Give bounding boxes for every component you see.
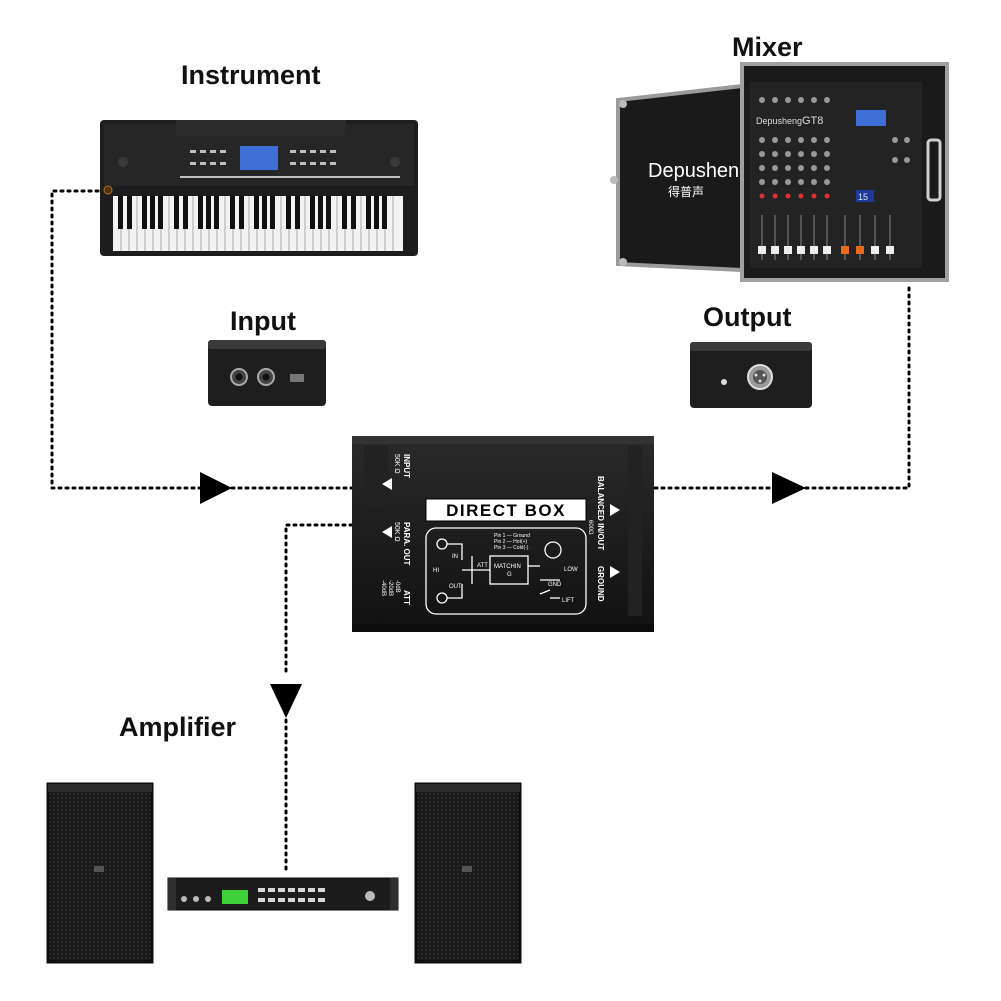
direct-box-para-out-sub: 50K Ω [393,522,400,542]
mixer-label: Mixer [732,32,803,62]
input-label: Input [230,306,296,336]
line-instrument-to-input [50,189,202,490]
amplifier-label: Amplifier [119,712,237,742]
keyboard-image [100,120,418,256]
schem-out: OUT [449,584,462,590]
signal-lines [50,189,911,872]
arrow-right-output-icon [772,472,806,504]
mixer-image: Depusheng 得普声 Depusheng GT8 15 [610,62,949,282]
line-output-to-mixer [804,281,911,490]
direct-box: DIRECT BOX INPUT 50K Ω PARA. OUT 50K Ω A… [352,436,654,632]
amplifier-lcd-screen [222,890,248,904]
mixer-case-brand-cn: 得普声 [668,184,704,199]
att-switch-icon [290,374,304,382]
arrow-right-input-icon [200,472,232,504]
direct-box-input-sub: 50K Ω [393,454,400,474]
direct-box-title-plate [425,498,587,522]
output-label: Output [703,302,792,332]
mixer-model: GT8 [802,115,823,127]
schem-in: IN [452,554,458,560]
arrow-down-amplifier-icon [270,684,302,718]
direct-box-title: DIRECT BOX [446,501,566,520]
schem-hi: HI [433,568,439,574]
schem-att: ATT [477,563,488,569]
mixer-digits: 15 [858,192,868,202]
mixer-case-brand: Depusheng [648,160,750,182]
schem-pin1: Pin 1 — Ground [494,533,530,539]
schem-matching-2: G [507,572,512,578]
direct-box-att-40: -40dB [380,580,386,596]
mixer-panel-brand: Depusheng [756,116,802,126]
line-box-to-amplifier [284,523,354,678]
schem-pin2: Pin 2 — Hot(+) [494,539,528,545]
ground-switch-icon [721,379,727,385]
direct-box-para-out-label: PARA. OUT [402,522,411,566]
direct-box-input-label: INPUT [402,454,411,478]
mixer-lcd-screen [856,110,886,126]
schem-matching: MATCHIN [494,564,521,570]
direct-box-ground-label: GROUND [596,566,605,602]
output-panel-image [690,342,812,408]
keyboard-lcd-screen [240,146,278,170]
direct-box-schematic [425,527,587,615]
speaker-left-image [46,782,154,964]
schem-pin3: Pin 3 — Cold(-) [494,545,529,551]
input-panel-image [208,340,326,406]
schem-low: LOW [564,567,578,573]
direct-box-att-0: -0dB [394,580,400,593]
schem-lift: LIFT [562,598,575,604]
instrument-label: Instrument [181,60,321,90]
schem-gnd: GND [548,582,562,588]
direct-box-att-20: -20dB [387,580,393,596]
amplifier-unit-image [167,877,399,911]
direct-box-balanced-label: BALANCED IN/OUT [596,476,605,550]
speaker-right-image [414,782,522,964]
direct-box-att-label: ATT [402,590,411,605]
direct-box-balanced-sub: 600Ω [587,520,593,535]
